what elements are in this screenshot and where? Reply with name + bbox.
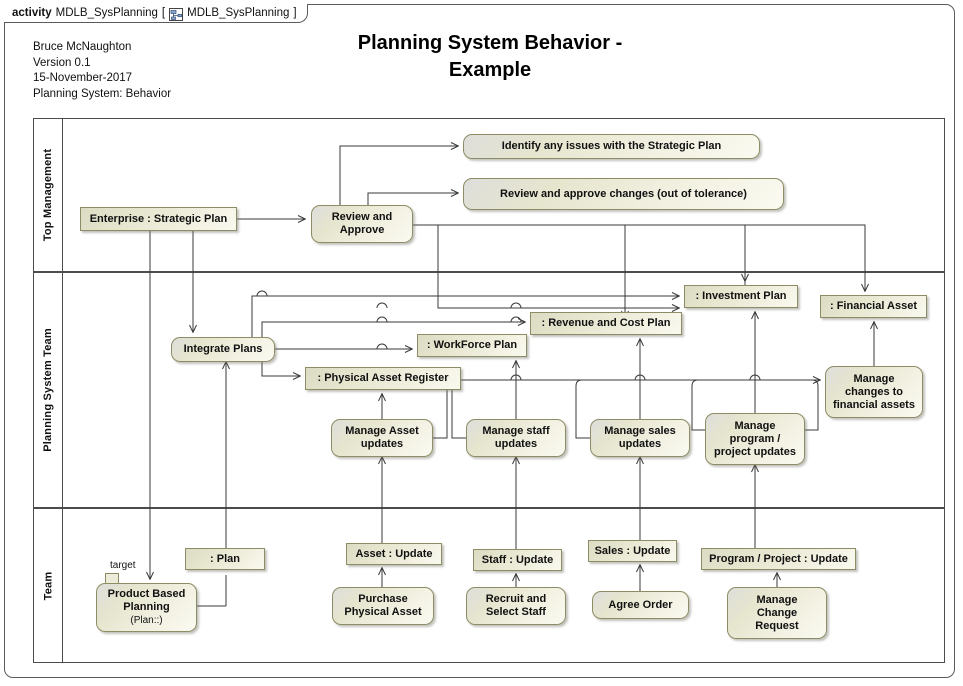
- swimlane-label: Top Management: [42, 148, 54, 242]
- node-agree-order[interactable]: Agree Order: [592, 591, 689, 619]
- swimlane-planning-system-team[interactable]: Planning System Team: [33, 272, 945, 508]
- node-label: Agree Order: [608, 598, 673, 611]
- swimlane-header-planning-system-team: Planning System Team: [34, 273, 63, 507]
- node-physical-asset-register[interactable]: : Physical Asset Register: [305, 367, 461, 390]
- node-asset-update[interactable]: Asset : Update: [346, 543, 442, 565]
- swimlane-body-planning-system-team: [62, 273, 944, 507]
- node-label: Asset : Update: [355, 547, 433, 560]
- swimlane-label: Planning System Team: [42, 328, 55, 452]
- node-label: Review and approve changes (out of toler…: [500, 187, 747, 200]
- swimlane-header-top-management: Top Management: [34, 119, 63, 271]
- node-investment-plan[interactable]: : Investment Plan: [684, 285, 798, 308]
- diagram-metadata: Bruce McNaughton Version 0.1 15-November…: [33, 40, 171, 102]
- meta-version: Version 0.1: [33, 56, 91, 69]
- diagram-name-tab[interactable]: activity MDLB_SysPlanning [ MDLB_SysPlan…: [4, 4, 308, 23]
- swimlane-label: Team: [42, 571, 55, 600]
- node-label: Enterprise : Strategic Plan: [89, 212, 228, 225]
- node-label: : Physical Asset Register: [317, 372, 449, 384]
- meta-subject: Planning System: Behavior: [33, 87, 172, 100]
- node-label: Identify any issues with the Strategic P…: [501, 140, 722, 152]
- node-staff-update[interactable]: Staff : Update: [473, 549, 562, 571]
- node-enterprise-strategic-plan[interactable]: Enterprise : Strategic Plan: [80, 207, 237, 231]
- meta-date: 15-November-2017: [33, 72, 133, 84]
- swimlane-header-team: Team: [34, 509, 63, 662]
- page-title-line1: Planning System Behavior -: [357, 32, 623, 54]
- node-revenue-and-cost-plan[interactable]: : Revenue and Cost Plan: [530, 312, 682, 335]
- node-label: : WorkForce Plan: [426, 339, 518, 351]
- pin-target-pin[interactable]: [105, 573, 119, 584]
- page-title-line2: Example: [448, 59, 532, 81]
- page-title: Planning System Behavior - Example: [300, 30, 680, 84]
- node-plan-object[interactable]: : Plan: [185, 548, 265, 570]
- node-label: Staff : Update: [481, 553, 554, 566]
- node-financial-asset[interactable]: : Financial Asset: [820, 295, 927, 318]
- node-integrate-plans[interactable]: Integrate Plans: [171, 337, 275, 362]
- node-label: : Revenue and Cost Plan: [541, 317, 671, 329]
- bracket-close: ]: [293, 7, 297, 19]
- node-workforce-plan[interactable]: : WorkForce Plan: [417, 334, 527, 357]
- node-review-approve-changes[interactable]: Review and approve changes (out of toler…: [463, 178, 784, 210]
- diagram-name: MDLB_SysPlanning: [187, 7, 290, 19]
- node-label: : Plan: [210, 552, 240, 565]
- node-sublabel: (Plan::): [130, 615, 163, 626]
- bracket-open: [: [161, 7, 166, 19]
- node-program-project-update[interactable]: Program / Project : Update: [701, 548, 856, 570]
- diagram-element-name: MDLB_SysPlanning: [55, 7, 158, 19]
- node-identify-issues-strategic-plan[interactable]: Identify any issues with the Strategic P…: [463, 134, 760, 159]
- node-label: Program / Project : Update: [709, 552, 848, 565]
- pin-label-target-pin: target: [110, 560, 136, 571]
- swimlane-team[interactable]: Team: [33, 508, 945, 663]
- meta-author: Bruce McNaughton: [33, 41, 132, 53]
- diagram-keyword: activity: [12, 7, 52, 19]
- node-label: : Investment Plan: [695, 290, 787, 302]
- activity-diagram-icon: [169, 7, 184, 21]
- node-label: : Financial Asset: [829, 300, 917, 312]
- node-label: Sales : Update: [594, 544, 671, 557]
- node-label: Integrate Plans: [183, 343, 263, 355]
- node-sales-update[interactable]: Sales : Update: [588, 540, 677, 562]
